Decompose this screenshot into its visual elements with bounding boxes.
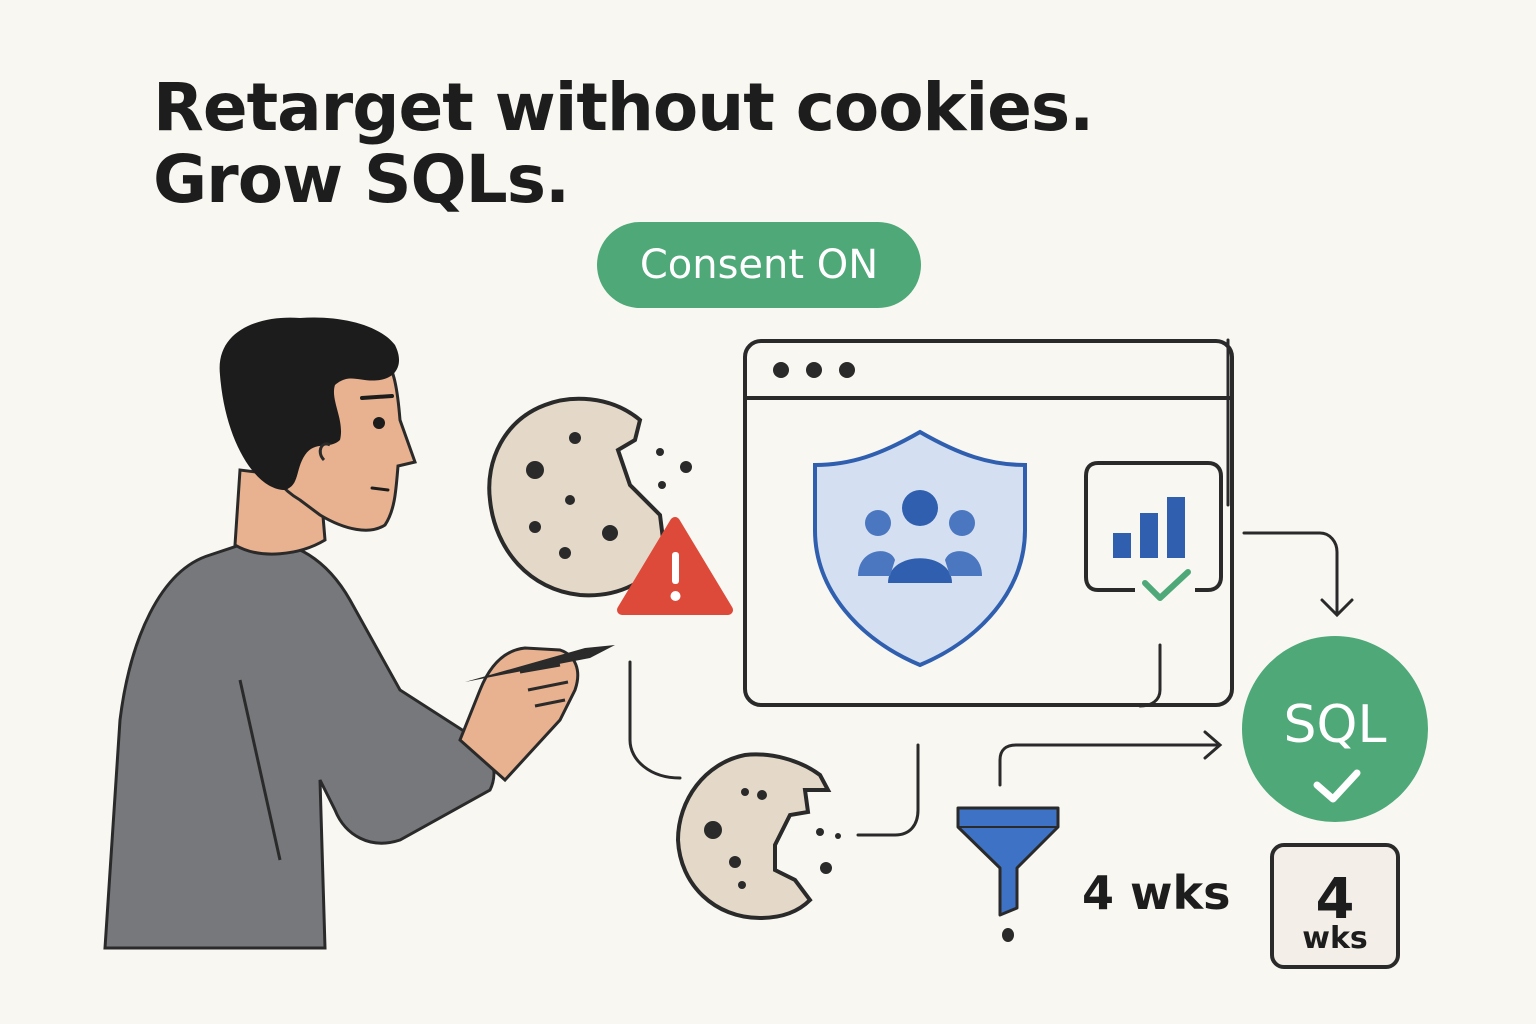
calendar-unit: wks — [1302, 921, 1368, 956]
checkmark-icon — [1313, 769, 1361, 803]
person-illustration — [103, 317, 615, 950]
connector-lines — [628, 338, 1354, 837]
warning-icon — [617, 517, 733, 615]
headline: Retarget without cookies. Grow SQLs. — [153, 69, 1094, 218]
bar-chart-icon — [1084, 461, 1223, 601]
cookie-icon — [487, 396, 692, 598]
cookie-icon — [675, 752, 841, 921]
consent-badge: Consent ON — [597, 222, 921, 308]
calendar-number: 4 — [1316, 867, 1355, 932]
shield-users-icon — [813, 429, 1027, 668]
sql-label: SQL — [1284, 695, 1387, 755]
calendar-icon: 4 wks — [1270, 843, 1400, 969]
sql-node: SQL — [1242, 636, 1428, 822]
duration-label: 4 wks — [1082, 866, 1231, 920]
headline-line-2: Grow SQLs. — [153, 141, 570, 218]
headline-line-1: Retarget without cookies. — [153, 69, 1094, 146]
funnel-icon — [956, 806, 1060, 942]
